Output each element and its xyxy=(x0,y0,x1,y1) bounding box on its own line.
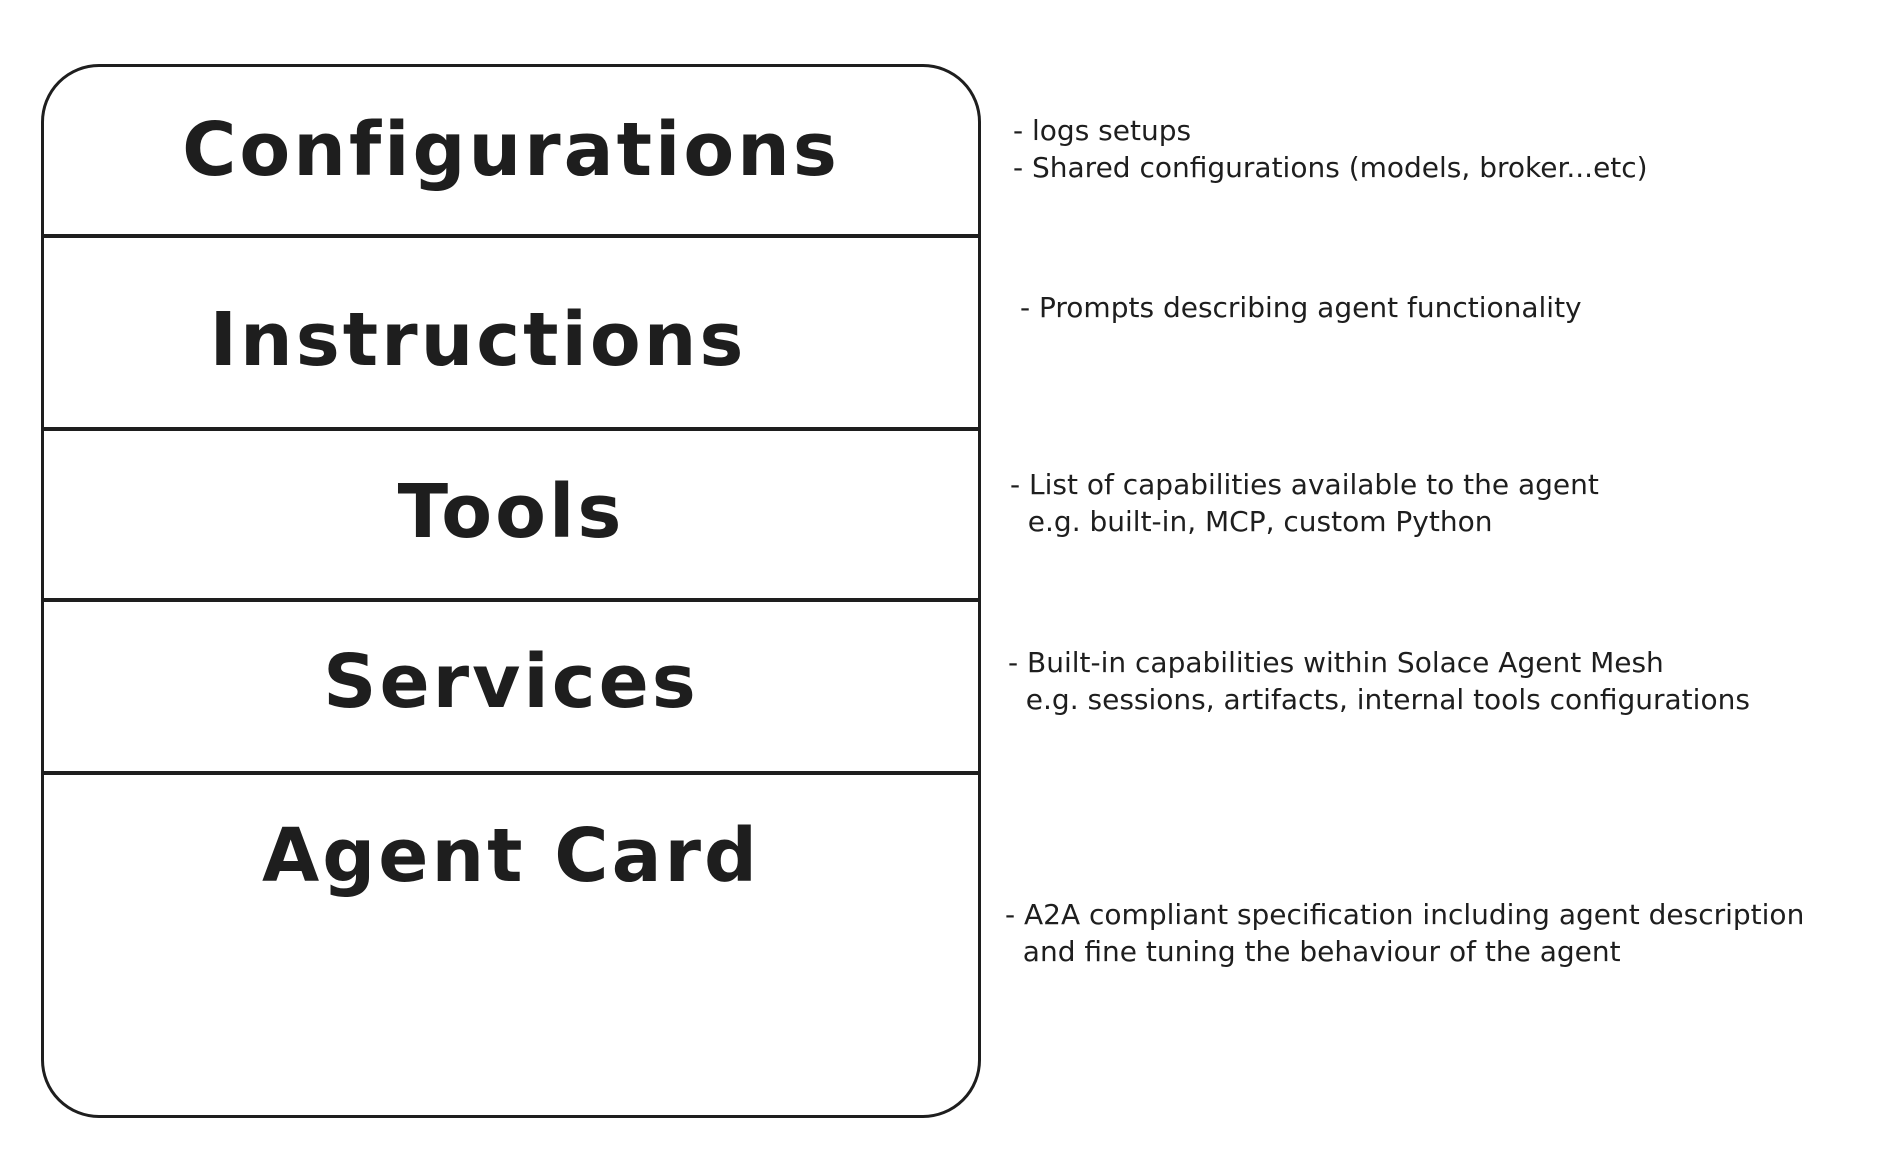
note-agent-card: - A2A compliant specification including … xyxy=(1005,896,1804,970)
layer-divider xyxy=(44,427,978,431)
note-line: - A2A compliant specification including … xyxy=(1005,898,1805,931)
layer-divider xyxy=(44,598,978,602)
layer-title-services: Services xyxy=(323,639,699,725)
layer-instructions: Instructions xyxy=(44,303,978,423)
note-line: e.g. sessions, artifacts, internal tools… xyxy=(1008,683,1750,716)
layer-tools: Tools xyxy=(44,475,978,595)
note-instructions: - Prompts describing agent functionality xyxy=(1020,289,1582,326)
note-line: - List of capabilities available to the … xyxy=(1010,468,1599,501)
layer-configurations: Configurations xyxy=(44,113,978,233)
note-configurations: - logs setups - Shared configurations (m… xyxy=(1013,112,1648,186)
layer-title-configurations: Configurations xyxy=(182,107,840,193)
layer-divider xyxy=(44,771,978,775)
layer-title-agent-card: Agent Card xyxy=(262,813,760,899)
note-tools: - List of capabilities available to the … xyxy=(1010,466,1599,540)
layer-title-instructions: Instructions xyxy=(209,297,747,383)
layer-title-tools: Tools xyxy=(397,469,625,555)
note-services: - Built-in capabilities within Solace Ag… xyxy=(1008,644,1750,718)
note-line: - logs setups xyxy=(1013,114,1192,147)
layer-divider xyxy=(44,234,978,238)
note-line: - Shared configurations (models, broker.… xyxy=(1013,151,1648,184)
note-line: - Built-in capabilities within Solace Ag… xyxy=(1008,646,1664,679)
layer-agent-card: Agent Card xyxy=(44,819,978,939)
note-line: - Prompts describing agent functionality xyxy=(1020,291,1582,324)
note-line: and fine tuning the behaviour of the age… xyxy=(1005,935,1621,968)
agent-layer-stack: Configurations Instructions Tools Servic… xyxy=(41,64,981,1118)
layer-services: Services xyxy=(44,645,978,765)
note-line: e.g. built-in, MCP, custom Python xyxy=(1010,505,1493,538)
